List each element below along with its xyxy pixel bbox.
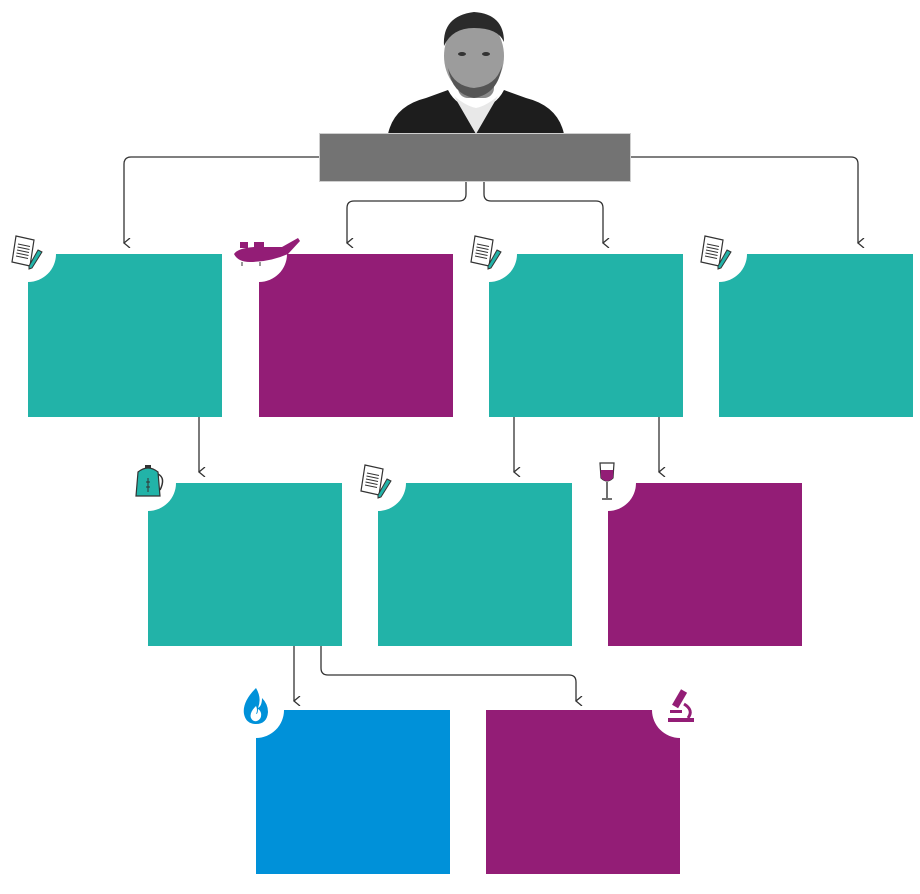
node-r1c1: [28, 254, 222, 417]
document-pen-icon: [360, 464, 392, 499]
document-pen-icon: [11, 235, 43, 270]
airplane-icon: [234, 238, 300, 266]
kettle-icon: [135, 465, 164, 497]
connector-root-r1c1: [124, 156, 320, 243]
root-box: [320, 134, 630, 181]
node-r2c1: [148, 483, 342, 646]
microscope-icon: [668, 689, 694, 722]
node-r2c2: [378, 483, 572, 646]
node-r3c1: [256, 710, 450, 874]
connector-r2c1-r3c2: [320, 646, 576, 701]
node-r3c2: [486, 710, 680, 874]
connector-root-r1c3: [483, 182, 603, 243]
connector-root-r1c2: [347, 182, 467, 243]
node-r1c4: [719, 254, 913, 417]
document-pen-icon: [470, 235, 502, 270]
node-r1c3: [489, 254, 683, 417]
flame-icon: [243, 688, 268, 724]
node-r2c3: [608, 483, 802, 646]
document-pen-icon: [700, 235, 732, 270]
node-r1c2: [259, 254, 453, 417]
connector-root-r1c4: [630, 156, 858, 243]
root-person-photo: [388, 12, 564, 134]
wine-glass-icon: [599, 462, 615, 500]
